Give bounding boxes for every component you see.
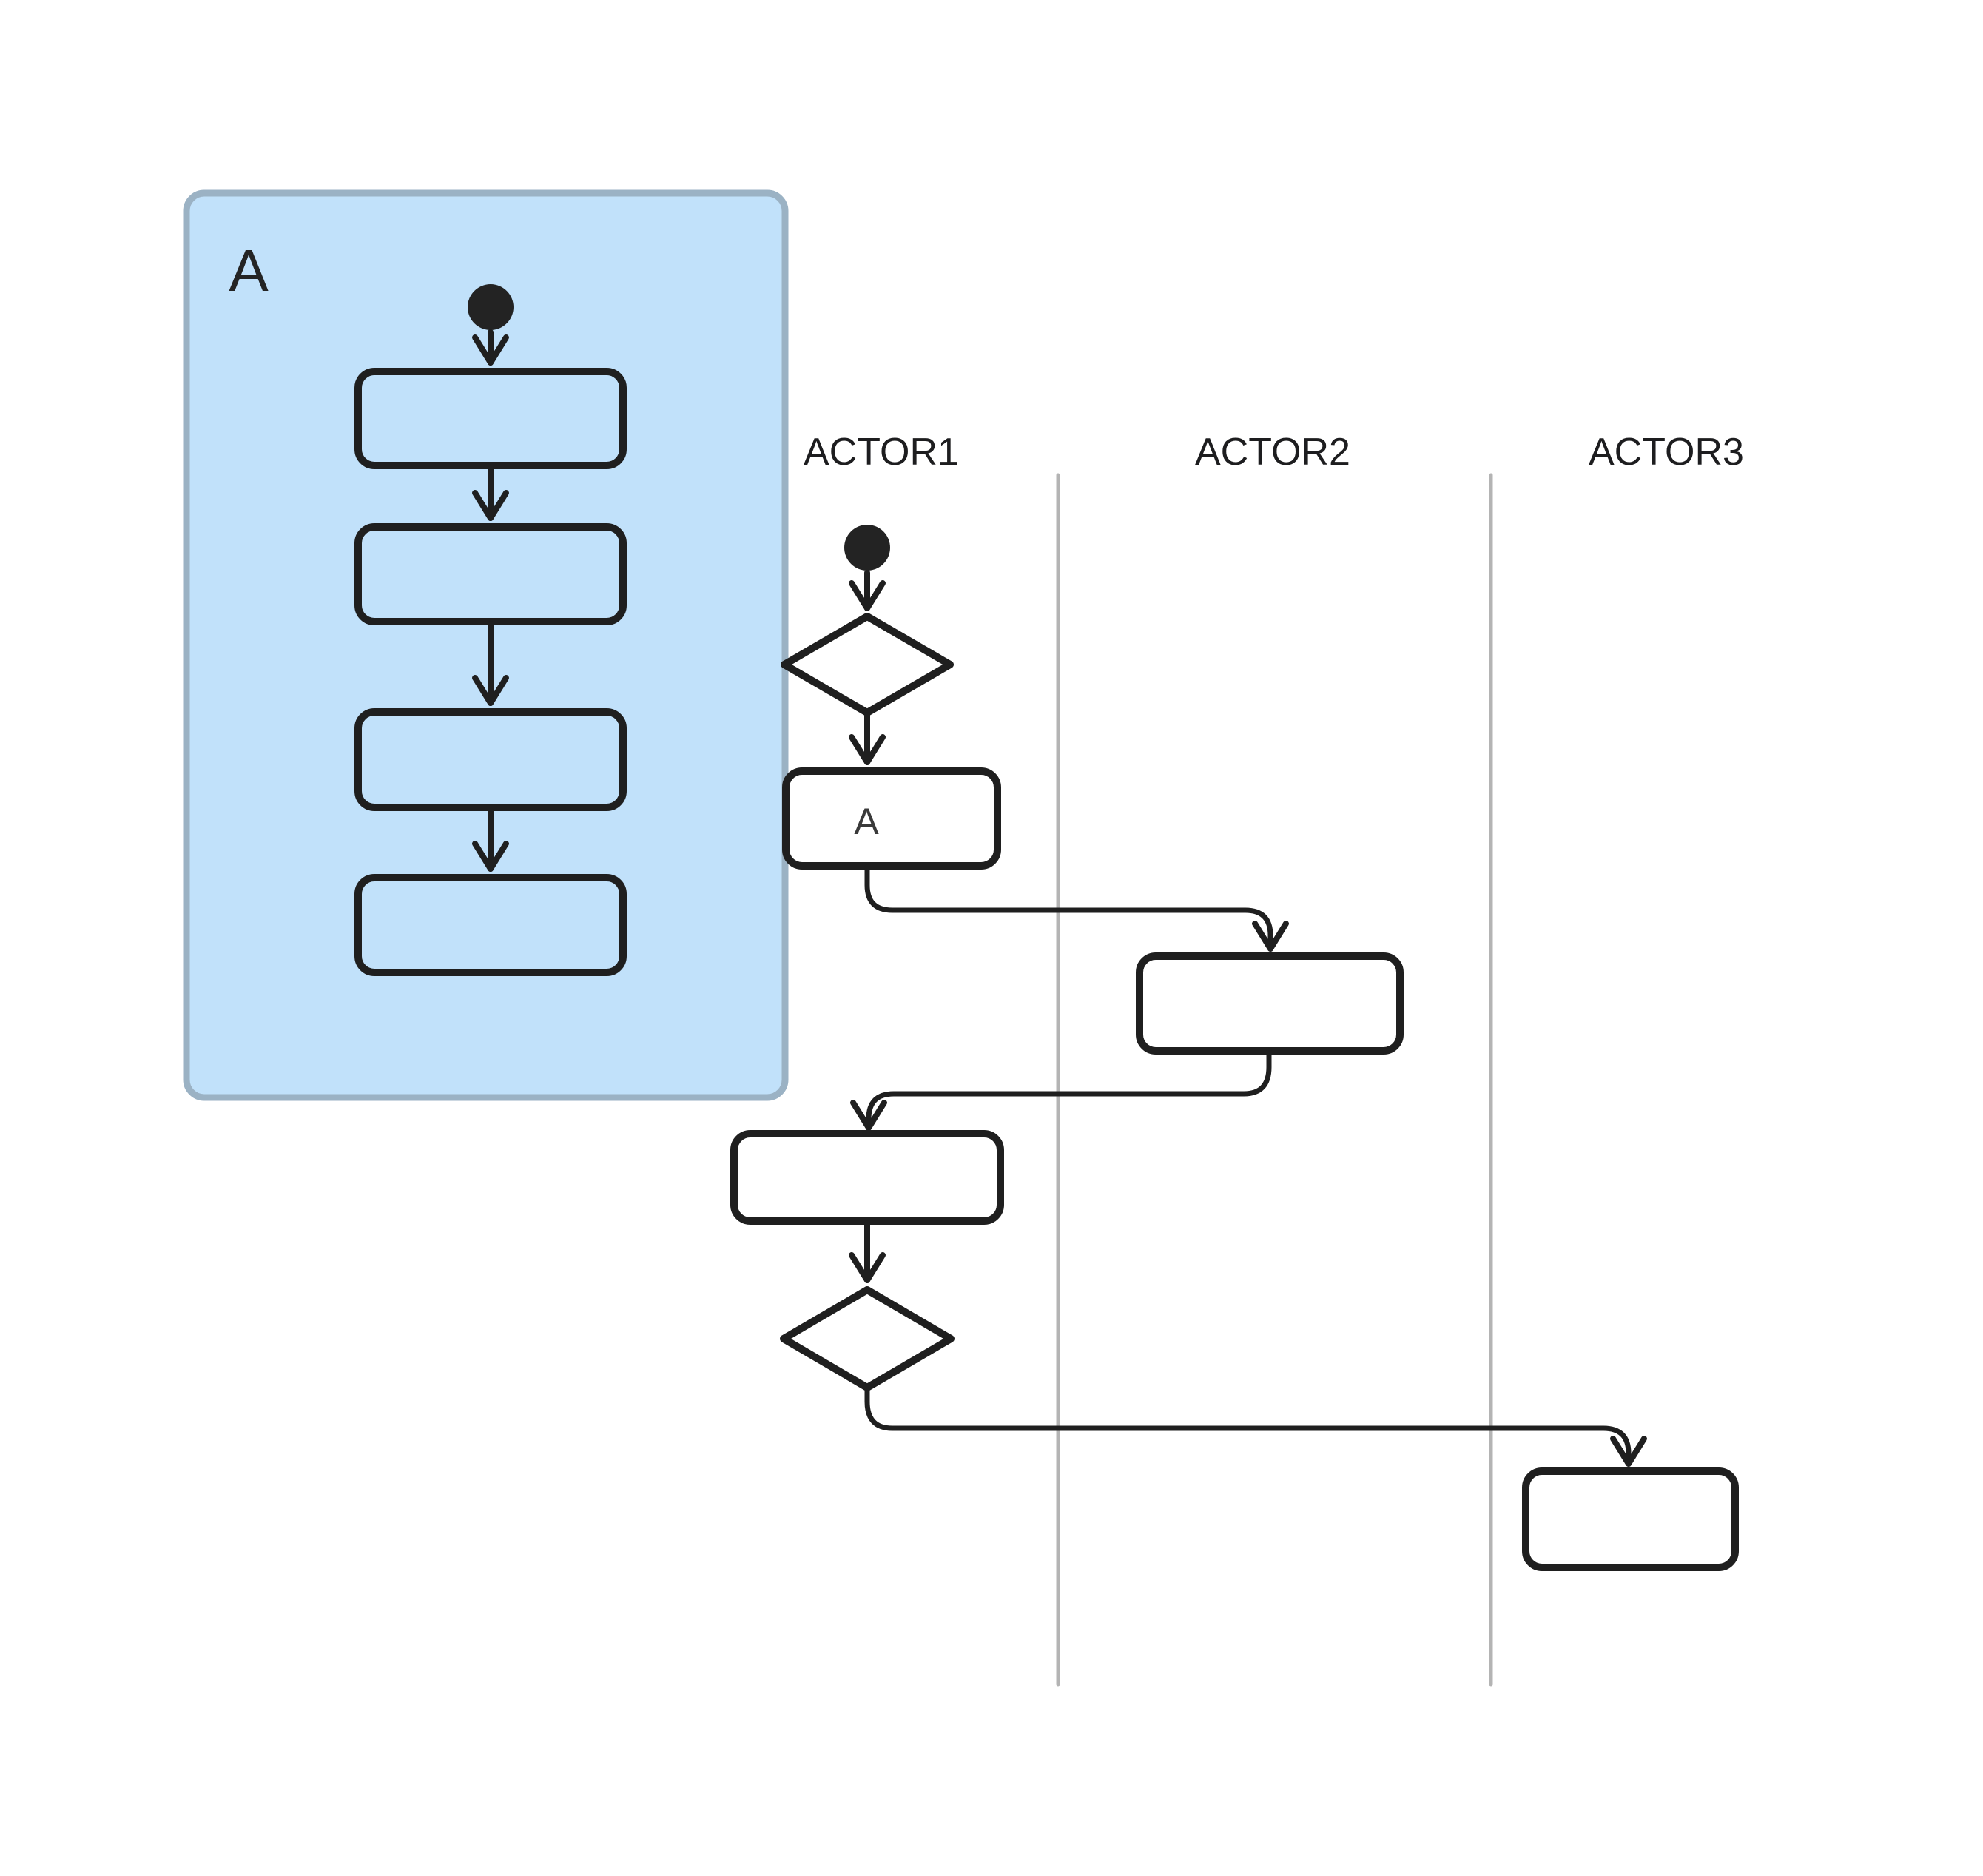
lane-label-actor3: ACTOR3 [1589, 431, 1744, 474]
main-start-node[interactable] [844, 525, 890, 571]
activity-node-actor2[interactable] [1136, 952, 1404, 1055]
connector-a-to-actor2[interactable] [864, 864, 1289, 952]
subprocess-panel-label: A [229, 238, 269, 303]
subprocess-panel-a: A [183, 189, 789, 1101]
main-flow: A [730, 525, 1739, 1571]
panel-activity-4[interactable] [354, 874, 627, 976]
connector-actor2-to-actor1[interactable] [850, 1048, 1272, 1131]
activity-node-a-label: A [854, 801, 879, 842]
decision-node-1[interactable] [781, 613, 954, 716]
activity-node-actor1-2[interactable] [730, 1130, 1004, 1225]
lane-label-actor2: ACTOR2 [1195, 431, 1350, 474]
activity-node-actor3[interactable] [1522, 1467, 1739, 1571]
panel-start-node[interactable] [468, 284, 514, 330]
activity-node-a[interactable] [782, 767, 1001, 870]
decision-node-2[interactable] [780, 1286, 955, 1391]
swimlanes: ACTOR1 ACTOR2 ACTOR3 [804, 431, 1744, 1687]
subprocess-panel-container[interactable] [183, 189, 789, 1101]
lane-label-actor1: ACTOR1 [804, 431, 959, 474]
connector-decision-2-to-actor3[interactable] [864, 1387, 1647, 1467]
